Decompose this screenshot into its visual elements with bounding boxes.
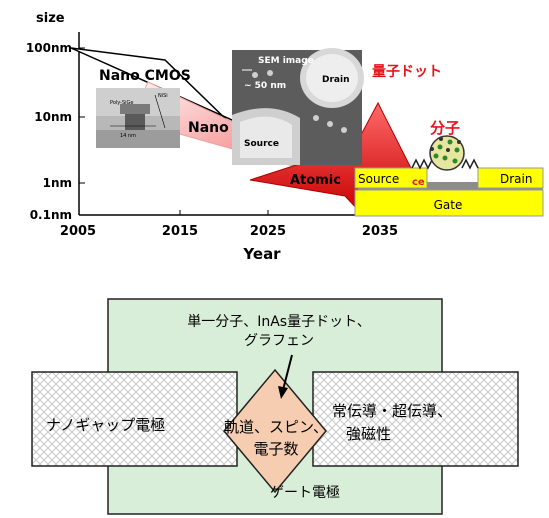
atomic-label: Atomic — [290, 173, 341, 188]
sem-image-inset — [232, 48, 364, 165]
pointer-arrow-head — [278, 386, 288, 399]
x-tick-label: 2025 — [250, 224, 286, 239]
right-box-line2: 強磁性 — [346, 425, 391, 443]
device-overlap-fragment: ce — [412, 177, 425, 188]
device-gate-label: Gate — [434, 198, 463, 212]
quantum-dot-label: 量子ドット — [372, 64, 442, 80]
center-line1: 軌道、スピン、 — [224, 418, 328, 436]
gate-electrode — [354, 189, 544, 217]
left-box-label: ナノギャップ電極 — [46, 416, 165, 434]
sem-drain-label: Drain — [322, 75, 349, 85]
tem-poly-label: Poly-SiGe — [110, 100, 133, 106]
single-molecule-device — [354, 135, 544, 217]
y-tick-label: 10nm — [34, 110, 72, 124]
y-tick-label: 1nm — [43, 176, 72, 190]
sem-title: SEM image — [258, 56, 314, 66]
tem-image-inset — [96, 88, 180, 148]
tem-nisi-label: NiSi — [158, 93, 168, 99]
x-tick-label: 2005 — [60, 224, 96, 239]
y-tick-label: 100nm — [26, 41, 72, 55]
top-text-line1: 単一分子、InAs量子ドット、 — [187, 314, 371, 330]
x-tick-label: 2035 — [362, 224, 398, 239]
sem-scale: ~ 50 nm — [244, 81, 286, 91]
nano-cmos-label: Nano CMOS — [99, 68, 191, 84]
conduction-electrode-box — [312, 371, 519, 467]
tem-length-label: 14 nm — [120, 133, 136, 139]
gate-oxide-layer — [358, 182, 543, 190]
top-text-line2: グラフェン — [244, 333, 314, 349]
molecular-chain-left — [411, 158, 433, 170]
device-drain-label: Drain — [500, 172, 532, 186]
drain-electrode — [477, 167, 544, 189]
molecule-label: 分子 — [430, 119, 460, 137]
source-electrode — [354, 167, 428, 189]
molecular-chain-right — [461, 158, 479, 170]
nanogap-electrode-box — [31, 371, 238, 467]
y-axis-title: size — [36, 11, 65, 26]
gate-electrode-label: ゲート電極 — [270, 485, 340, 501]
right-box-line1: 常伝導・超伝導、 — [332, 402, 452, 420]
center-line2: 電子数 — [253, 440, 298, 458]
nano-label: Nano — [188, 120, 229, 136]
x-axis-title: Year — [242, 245, 281, 263]
device-source-label: Source — [358, 172, 399, 186]
pointer-arrow — [282, 354, 293, 391]
molecule-diamond — [223, 368, 327, 494]
x-tick-label: 2015 — [162, 224, 198, 239]
sem-source-label: Source — [244, 139, 279, 149]
y-tick-label: 0.1nm — [30, 208, 72, 222]
